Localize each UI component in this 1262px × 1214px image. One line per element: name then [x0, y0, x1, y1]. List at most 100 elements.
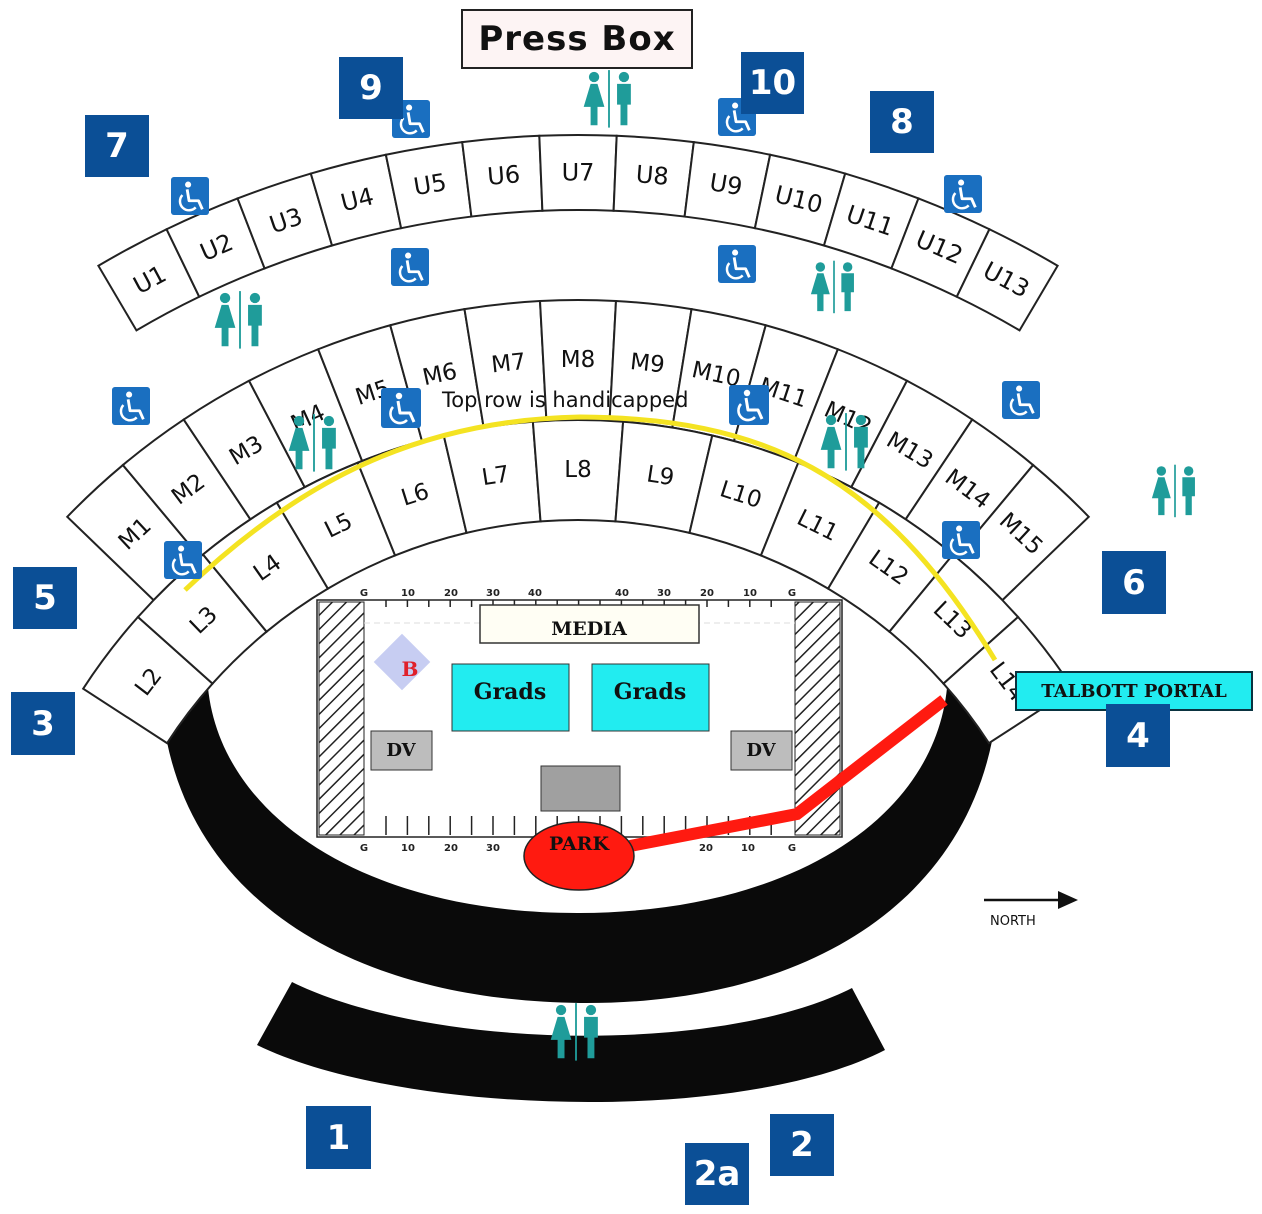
gate-6: 6 [1102, 551, 1166, 614]
gate-2a: 2a [685, 1143, 749, 1205]
section-label: U5 [412, 168, 449, 201]
section-label: L7 [480, 461, 511, 491]
gate-4: 4 [1106, 704, 1170, 767]
section-l9: L9 [614, 420, 714, 535]
section-label: U9 [707, 168, 744, 201]
section-m15: M15 [954, 463, 1091, 602]
restroom-icon [550, 1003, 598, 1061]
restroom-icon [1151, 464, 1195, 518]
yard-number-top: 40 [528, 588, 542, 599]
dv-label-right: DV [746, 740, 776, 761]
grads-box-right [591, 663, 710, 732]
section-l8: L8 [531, 419, 625, 523]
section-u3: U3 [236, 172, 334, 270]
handicap-row-highlight [183, 414, 998, 662]
section-u4: U4 [309, 153, 403, 247]
route-line [628, 695, 948, 852]
restroom-icon [820, 413, 868, 471]
wheelchair-icon [718, 245, 756, 283]
wheelchair-icon [112, 387, 150, 425]
section-label: M7 [490, 349, 527, 379]
yard-number-top: 20 [700, 588, 714, 599]
yard-number-top: 10 [743, 588, 757, 599]
section-l6: L6 [356, 434, 468, 557]
wheelchair-icon [1002, 381, 1040, 419]
section-u2: U2 [165, 197, 266, 299]
yard-number-bottom: G [788, 843, 796, 854]
gate-1: 1 [306, 1106, 371, 1169]
concourse-ring [159, 668, 1000, 1004]
press-box-label: Press Box [461, 9, 693, 69]
yard-number-top: 40 [615, 588, 629, 599]
yard-number-bottom: 30 [486, 843, 500, 854]
section-label: U6 [486, 160, 521, 191]
handicap-note: Top row is handicapped [442, 388, 689, 412]
wheelchair-icon [944, 175, 982, 213]
gate-10: 10 [741, 52, 804, 114]
section-label: L8 [564, 457, 591, 483]
dv-label-left: DV [386, 740, 416, 761]
wheelchair-icon [391, 248, 429, 286]
b-label: B [402, 657, 419, 681]
gate-2: 2 [770, 1114, 834, 1176]
restroom-icon [288, 414, 336, 472]
section-u12: U12 [890, 197, 991, 299]
section-u11: U11 [822, 172, 920, 270]
grads-box-left [451, 663, 570, 732]
section-m9: M9 [608, 299, 693, 429]
grads-label-right: Grads [614, 679, 686, 705]
gate-7: 7 [85, 115, 149, 177]
section-label: M9 [629, 349, 666, 379]
wheelchair-icon [164, 541, 202, 579]
wheelchair-icon [729, 385, 769, 425]
gate-9: 9 [339, 57, 403, 119]
media-box [479, 604, 700, 644]
stage-box [540, 765, 621, 812]
dv-box-right [730, 730, 793, 771]
north-arrow-icon [984, 891, 1078, 909]
yard-number-top: G [788, 588, 796, 599]
yard-number-top: G [360, 588, 368, 599]
park-label: PARK [549, 833, 610, 855]
wheelchair-icon [942, 521, 980, 559]
park-ellipse [523, 821, 635, 891]
amenity-icons [112, 70, 1195, 1061]
bottom-concourse [257, 982, 885, 1103]
north-label: NORTH [990, 914, 1036, 929]
section-label: L9 [645, 461, 676, 491]
restroom-icon [214, 291, 262, 349]
restroom-icon [810, 260, 854, 314]
section-u6: U6 [461, 134, 544, 218]
yard-number-bottom: 20 [444, 843, 458, 854]
gate-3: 3 [11, 692, 75, 755]
yard-number-bottom: G [360, 843, 368, 854]
section-label: U7 [562, 159, 595, 187]
section-u1: U1 [97, 227, 201, 332]
grads-label-left: Grads [474, 679, 546, 705]
wheelchair-icon [381, 388, 421, 428]
media-label: MEDIA [551, 618, 627, 640]
gate-8: 8 [870, 91, 934, 153]
yard-number-top: 30 [486, 588, 500, 599]
yard-number-bottom: 20 [699, 843, 713, 854]
section-label: M8 [561, 347, 595, 373]
section-u13: U13 [955, 227, 1059, 332]
yard-number-bottom: 10 [401, 843, 415, 854]
yard-number-bottom: 10 [741, 843, 755, 854]
wheelchair-icon [171, 177, 209, 215]
restroom-icon [583, 70, 631, 128]
section-u5: U5 [384, 141, 473, 230]
dv-box-left [370, 730, 433, 771]
yard-number-top: 30 [657, 588, 671, 599]
yard-number-top: 10 [401, 588, 415, 599]
section-u10: U10 [753, 153, 847, 247]
section-label: U8 [635, 160, 670, 191]
gate-5: 5 [13, 567, 77, 629]
yard-number-top: 20 [444, 588, 458, 599]
section-u7: U7 [538, 133, 618, 212]
section-u8: U8 [612, 134, 695, 218]
